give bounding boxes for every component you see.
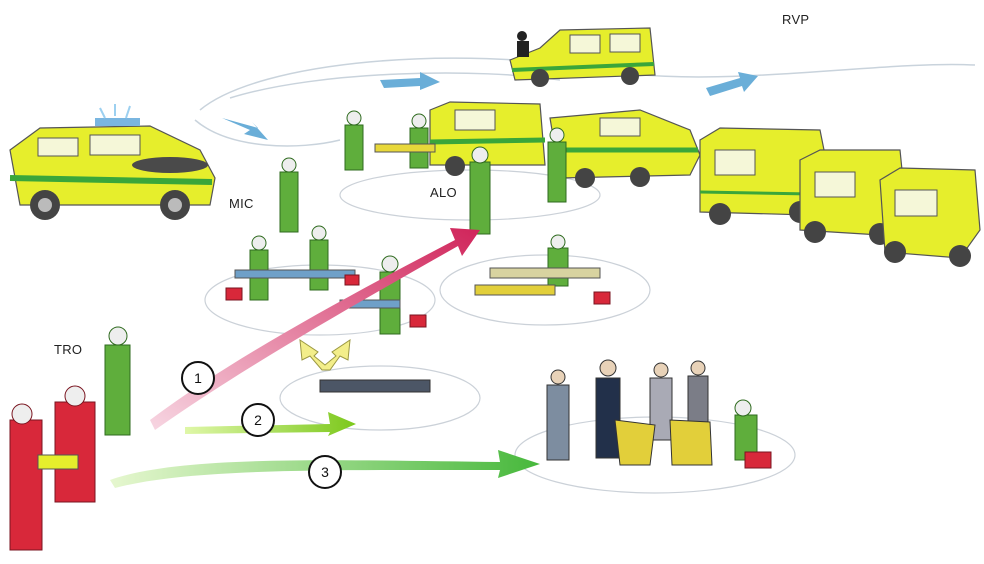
route-number-1: 1: [194, 370, 202, 386]
direction-arrow-up: [300, 340, 350, 370]
label-tro: TRO: [54, 342, 82, 357]
incoming-ambulance: [510, 28, 655, 87]
route-badge-1: 1: [182, 362, 214, 394]
uninjured-people: [547, 360, 712, 465]
parked-ambulances: [700, 128, 980, 267]
route-badge-3: 3: [309, 456, 341, 488]
route-number-3: 3: [321, 464, 329, 480]
command-car: [10, 104, 215, 220]
rescuers-red: [10, 386, 95, 550]
route-number-2: 2: [254, 412, 262, 428]
label-mic: MIC: [229, 196, 254, 211]
label-rvp: RVP: [782, 12, 809, 27]
label-alo: ALO: [430, 185, 457, 200]
route-badge-2: 2: [242, 404, 274, 436]
